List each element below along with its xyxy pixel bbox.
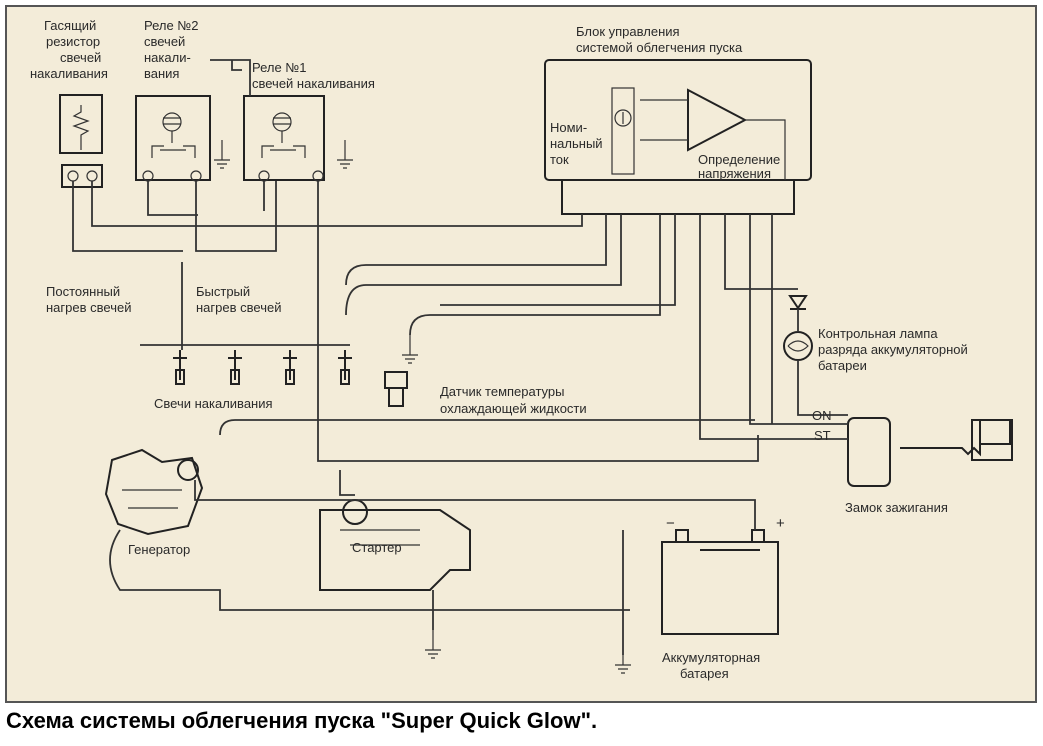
svg-text:Реле №2: Реле №2 [144,18,199,33]
svg-text:разряда аккумуляторной: разряда аккумуляторной [818,342,968,357]
svg-text:резистор: резистор [46,34,100,49]
glow-relay-1 [243,95,325,182]
battery [661,529,779,635]
svg-text:свечей накаливания: свечей накаливания [252,76,375,91]
svg-text:Номи-: Номи- [550,120,587,135]
fast-heat-label: Быстрый нагрев свечей [196,284,281,315]
svg-text:Постоянный: Постоянный [46,284,120,299]
switch-st-label: ST [814,428,831,443]
battery-minus-label: − [666,515,675,532]
battery-plus-label: + [776,515,785,532]
svg-text:Реле №1: Реле №1 [252,60,307,75]
svg-text:нальный: нальный [550,136,603,151]
diagram-caption: Схема системы облегчения пуска "Super Qu… [6,708,597,734]
constant-heat-label: Постоянный нагрев свечей [46,284,131,315]
glow-resistor [59,94,103,188]
svg-text:накаливания: накаливания [30,66,108,81]
svg-text:Контрольная лампа: Контрольная лампа [818,326,938,341]
svg-text:напряжения: напряжения [698,166,771,181]
svg-text:нагрев свечей: нагрев свечей [196,300,281,315]
svg-text:батарея: батарея [680,666,729,681]
caption-prefix: Схема системы облегчения пуска "Super [6,708,460,733]
svg-text:вания: вания [144,66,179,81]
svg-text:Блок управления: Блок управления [576,24,680,39]
svg-text:ток: ток [550,152,569,167]
battery-label: Аккумуляторная батарея [662,650,760,681]
caption-suffix: Glow". [520,708,598,733]
svg-text:системой облегчения пуска: системой облегчения пуска [576,40,743,55]
svg-text:Быстрый: Быстрый [196,284,250,299]
rated-current-label: Номи- нальный ток [550,120,603,167]
relay-1-label: Реле №1 свечей накаливания [252,60,375,91]
svg-text:свечей: свечей [60,50,101,65]
coolant-temp-sensor [384,371,408,407]
generator-label: Генератор [128,542,190,557]
warning-lamp-label: Контрольная лампа разряда аккумуляторной… [818,326,968,373]
svg-text:охлаждающей жидкости: охлаждающей жидкости [440,401,587,416]
svg-text:Датчик температуры: Датчик температуры [440,384,564,399]
relay-2-label: Реле №2 свечей накали- вания [144,18,199,81]
svg-text:накали-: накали- [144,50,191,65]
glow-plugs-label: Свечи накаливания [154,396,273,411]
paper-background [5,5,1037,703]
svg-text:нагрев свечей: нагрев свечей [46,300,131,315]
resistor-label: Гасящий резистор свечей накаливания [30,18,108,81]
control-unit-label: Блок управления системой облегчения пуск… [576,24,743,55]
generator [104,448,204,536]
ignition-label: Замок зажигания [845,500,948,515]
temp-sensor-label: Датчик температуры охлаждающей жидкости [440,384,587,416]
glow-relay-2 [135,95,211,182]
svg-text:свечей: свечей [144,34,185,49]
switch-on-label: ON [812,408,832,423]
caption-quick: Quick [459,708,521,733]
glow-control-unit [544,59,812,215]
glow-plugs [173,350,352,385]
wiring [72,59,848,655]
svg-text:Определение: Определение [698,152,780,167]
ignition-switch [847,417,1013,487]
svg-text:батареи: батареи [818,358,867,373]
svg-text:Аккумуляторная: Аккумуляторная [662,650,760,665]
ground-symbols [214,140,631,674]
starter-label: Стартер [352,540,402,555]
svg-text:Гасящий: Гасящий [44,18,96,33]
voltage-detect-label: Определение напряжения [698,152,780,181]
